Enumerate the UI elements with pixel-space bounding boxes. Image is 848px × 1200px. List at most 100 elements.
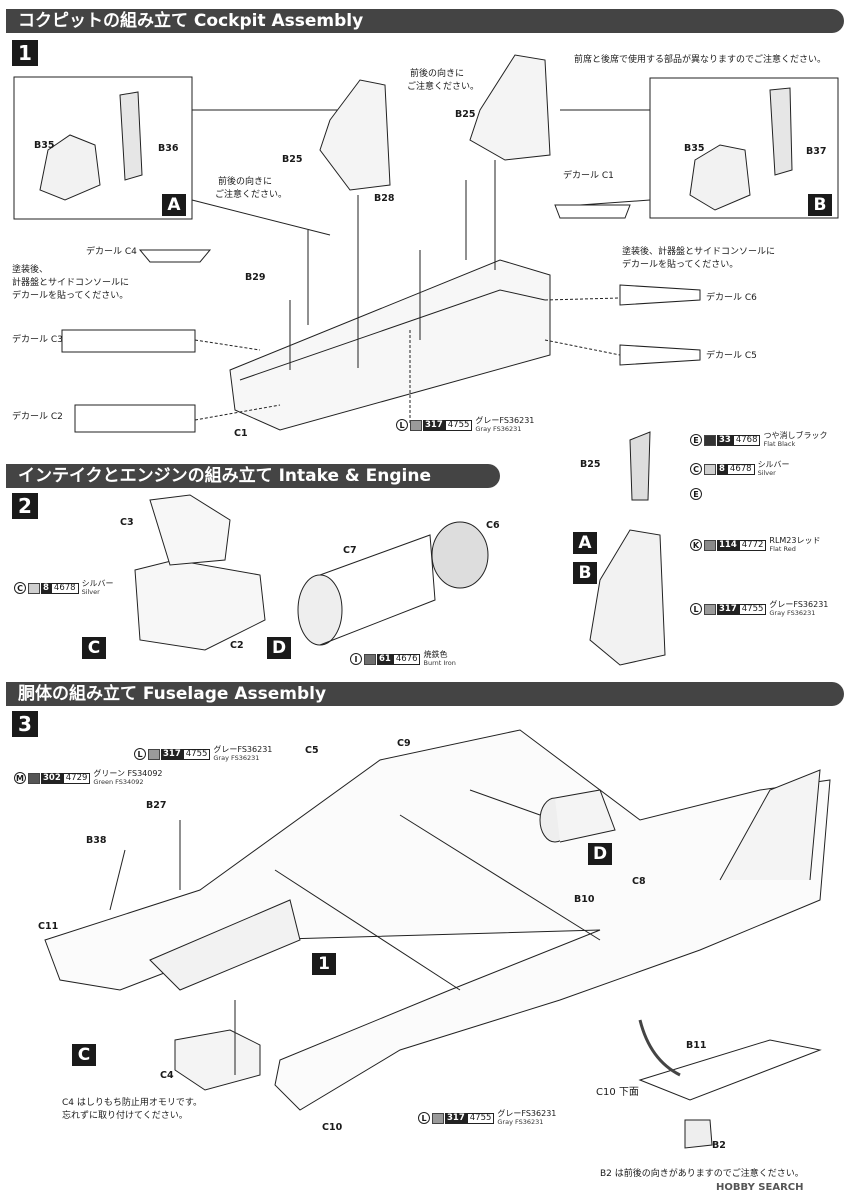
note-orientation-1b: ご注意ください。 <box>407 82 480 92</box>
paint-code-1: 114 <box>717 539 739 551</box>
section-banner-intake: インテイクとエンジンの組み立て Intake & Engine Assembly <box>6 464 500 510</box>
section-banner-cockpit: コクピットの組み立て Cockpit Assembly <box>6 9 844 33</box>
subassembly-c-label: C <box>82 637 106 659</box>
paint-swatch <box>704 463 716 475</box>
paint-code-1: 8 <box>41 582 51 594</box>
decal-c4-label: デカール C4 <box>86 247 137 257</box>
part-b25b-label: B25 <box>580 459 601 470</box>
part-b38-label: B38 <box>86 835 107 846</box>
part-b25-label: B25 <box>282 154 303 165</box>
subassembly-b-label-2: B <box>573 562 597 584</box>
subassembly-1-label: 1 <box>312 953 336 975</box>
part-b37-label: B37 <box>806 146 827 157</box>
subassembly-a-label: A <box>162 194 186 216</box>
paint-code-2: 4729 <box>62 772 91 784</box>
paint-code-2: 4772 <box>738 539 767 551</box>
paint-name-jp: グレーFS36231 <box>497 1109 557 1118</box>
paint-name-jp: RLM23レッド <box>769 536 821 545</box>
note-orientation-2a: 前後の向きに <box>218 177 273 187</box>
paint-swatch <box>432 1112 444 1124</box>
note-decal-left-1: 塗装後、 <box>12 265 49 275</box>
note-decal-right-1: 塗装後、計器盤とサイドコンソールに <box>622 247 776 257</box>
paint-name-jp: グレーFS36231 <box>769 600 829 609</box>
part-c2-label: C2 <box>230 640 244 651</box>
part-c10-label: C10 <box>322 1122 343 1133</box>
paint-code-2: 4768 <box>732 434 761 446</box>
note-weight-2: 忘れずに取り付けてください。 <box>62 1111 188 1121</box>
paint-code-1: 317 <box>445 1112 467 1124</box>
paint-name-jp: グレーFS36231 <box>213 745 273 754</box>
part-b25-label-2: B25 <box>455 109 476 120</box>
part-c9-label: C9 <box>397 738 411 749</box>
part-c8-label: C8 <box>632 876 646 887</box>
part-b36-label: B36 <box>158 143 179 154</box>
paint-name-en: Gray FS36231 <box>475 425 522 433</box>
subassembly-d-label-2: D <box>588 843 612 865</box>
paint-name-jp: シルバー <box>81 579 114 588</box>
subassembly-d-label: D <box>267 637 291 659</box>
decal-c1-label: デカール C1 <box>563 171 614 181</box>
part-c7-label: C7 <box>343 545 357 556</box>
paint-code-1: 61 <box>377 653 393 665</box>
note-front-rear-diff: 前席と後席で使用する部品が異なりますのでご注意ください。 <box>574 55 827 65</box>
paint-code-1: 317 <box>161 748 183 760</box>
paint-code-1: 8 <box>717 463 727 475</box>
paint-swatch <box>364 653 376 665</box>
paint-letter: M <box>14 772 26 784</box>
part-c3-label: C3 <box>120 517 134 528</box>
paint-name-en: Burnt Iron <box>423 659 456 667</box>
paint-letter: I <box>350 653 362 665</box>
paint-name-jp: つや消しブラック <box>763 431 828 440</box>
step-number-3: 3 <box>12 711 38 737</box>
part-b29-label: B29 <box>245 272 266 283</box>
paint-name-jp: グレーFS36231 <box>475 416 535 425</box>
part-b27-label: B27 <box>146 800 167 811</box>
part-b10-label: B10 <box>574 894 595 905</box>
paint-name-jp: グリーン FS34092 <box>93 769 163 778</box>
note-weight-1: C4 はしりもち防止用オモリです。 <box>62 1098 202 1108</box>
note-decal-left-3: デカールを貼ってください。 <box>12 291 129 301</box>
note-decal-right-2: デカールを貼ってください。 <box>622 260 739 270</box>
paint-letter: L <box>396 419 408 431</box>
paint-code-1: 317 <box>423 419 445 431</box>
paint-letter: E <box>690 488 702 500</box>
paint-name-en: Gray FS36231 <box>213 754 260 762</box>
paint-letter: L <box>134 748 146 760</box>
part-b2-label: B2 <box>712 1140 726 1151</box>
section-banner-fuselage: 胴体の組み立て Fuselage Assembly <box>6 682 844 706</box>
part-c5-label: C5 <box>305 745 319 756</box>
part-c1-label: C1 <box>234 428 248 439</box>
paint-name-en: Gray FS36231 <box>769 609 816 617</box>
paint-swatch <box>410 419 422 431</box>
decal-c3-label: デカール C3 <box>12 335 63 345</box>
part-b35b-label: B35 <box>684 143 705 154</box>
paint-swatch <box>28 772 40 784</box>
paint-name-en: Silver <box>757 469 776 477</box>
paint-code-2: 4755 <box>466 1112 495 1124</box>
paint-name-en: Flat Red <box>769 545 796 553</box>
part-c6-label: C6 <box>486 520 500 531</box>
paint-code-2: 4755 <box>444 419 473 431</box>
paint-name-jp: シルバー <box>757 460 790 469</box>
paint-swatch <box>704 434 716 446</box>
paint-letter: E <box>690 434 702 446</box>
paint-code-2: 4755 <box>182 748 211 760</box>
paint-code-1: 317 <box>717 603 739 615</box>
paint-swatch <box>28 582 40 594</box>
paint-name-jp: 焼鉄色 <box>423 650 448 659</box>
paint-code-2: 4678 <box>50 582 79 594</box>
part-c4-label: C4 <box>160 1070 174 1081</box>
step-number-2: 2 <box>12 493 38 519</box>
part-b11-label: B11 <box>686 1040 707 1051</box>
decal-c6-label: デカール C6 <box>706 293 757 303</box>
part-b35-label: B35 <box>34 140 55 151</box>
paint-code-2: 4678 <box>726 463 755 475</box>
